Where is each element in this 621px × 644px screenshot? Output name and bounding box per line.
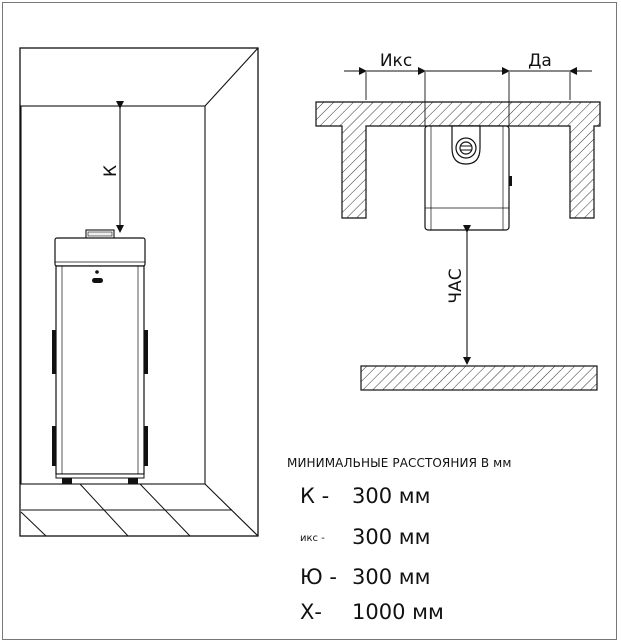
legend-row-h: Х- 1000 мм [300,600,444,624]
k-label: К [101,165,121,177]
legend-row-y: Ю - 300 мм [300,565,430,589]
legend-row-x: икс - 300 мм [300,525,430,549]
x-label: Икс [380,51,412,71]
legend-row-k: К - 300 мм [300,484,430,508]
legend-title: МИНИМАЛЬНЫЕ РАССТОЯНИЯ В мм [287,456,512,470]
legend-label: К - [300,484,330,508]
legend-label: Ю - [300,565,337,589]
wall-top-section [315,101,601,219]
top-view: Икс Да ЧАС [315,51,601,391]
legend-label: икс - [300,532,325,544]
niche-inner [20,105,206,485]
boiler-front [52,229,148,484]
legend-label: Х- [300,600,322,624]
floor-tiles [20,483,232,537]
y-label: Да [528,51,552,71]
legend-value: 300 мм [352,525,431,549]
legend-value: 300 мм [352,484,431,508]
niche-front-view: К [19,47,259,537]
legend-value: 1000 мм [352,600,444,624]
front-obstacle-section [360,365,598,391]
legend-value: 300 мм [352,565,431,589]
boiler-top-view [424,125,512,231]
niche-outer [19,47,259,537]
h-label: ЧАС [446,268,466,303]
